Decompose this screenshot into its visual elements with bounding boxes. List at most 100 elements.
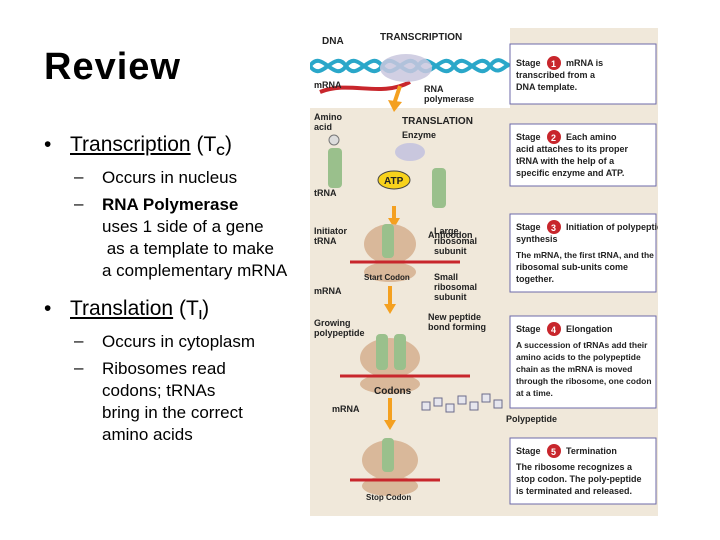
stage-box-4: Stage 4 Elongation A succession of tRNAs… bbox=[509, 315, 657, 409]
subitem-line: Ribosomes read bbox=[102, 359, 226, 378]
elongation-trna-2 bbox=[394, 334, 406, 370]
rna-polymerase-label-2: polymerase bbox=[424, 94, 474, 104]
svg-text:Each amino: Each amino bbox=[566, 132, 617, 142]
svg-text:through the ribosome, one codo: through the ribosome, one codon bbox=[516, 376, 652, 386]
codons-label: Codons bbox=[374, 386, 412, 397]
amino-label-1: Amino bbox=[314, 112, 343, 122]
mrna-strand-top bbox=[319, 80, 411, 94]
bullet-dot: • bbox=[44, 133, 52, 156]
bullet-text: Transcription (TC) bbox=[70, 133, 232, 158]
translation-abbr-sub: l bbox=[198, 308, 203, 322]
svg-text:A succession of tRNAs add thei: A succession of tRNAs add their bbox=[516, 340, 648, 350]
polypeptide-chain bbox=[421, 393, 503, 413]
svg-text:Termination: Termination bbox=[566, 446, 617, 456]
subitem-line: a complementary mRNA bbox=[102, 261, 288, 280]
small-subunit-label-2: ribosomal bbox=[434, 282, 477, 292]
svg-text:Initiation of polypeptide: Initiation of polypeptide bbox=[566, 222, 658, 232]
svg-text:tRNA with the help of a: tRNA with the help of a bbox=[516, 156, 615, 166]
start-codon-label: Start Codon bbox=[364, 273, 410, 282]
svg-text:Elongation: Elongation bbox=[566, 324, 613, 334]
svg-text:Stage: Stage bbox=[516, 446, 541, 456]
dash: – bbox=[74, 358, 84, 377]
dash: – bbox=[74, 167, 84, 186]
svg-text:Stage: Stage bbox=[516, 58, 541, 68]
svg-text:Stage: Stage bbox=[516, 324, 541, 334]
initiator-trna-shape bbox=[382, 224, 394, 258]
initiator-label-2: tRNA bbox=[314, 236, 337, 246]
trna-left bbox=[328, 148, 342, 188]
stage-box-5: Stage 5 Termination The ribosome recogni… bbox=[509, 437, 657, 505]
stage-number: 4 bbox=[551, 325, 556, 335]
translation-heading: TRANSLATION bbox=[402, 116, 473, 127]
small-subunit-shape bbox=[364, 262, 416, 282]
large-subunit-label-1: Large bbox=[434, 226, 459, 236]
enzyme-shape bbox=[395, 143, 425, 161]
trna-label: tRNA bbox=[314, 188, 337, 198]
stage-box-3: Stage 3 Initiation of polypeptide synthe… bbox=[509, 213, 658, 293]
svg-text:The ribosome recognizes a: The ribosome recognizes a bbox=[516, 462, 633, 472]
polypeptide-label: Polypeptide bbox=[506, 414, 557, 424]
amino-label-2: acid bbox=[314, 122, 332, 132]
mrna-label-top: mRNA bbox=[314, 80, 342, 90]
svg-text:at a time.: at a time. bbox=[516, 388, 553, 398]
stop-codon-label: Stop Codon bbox=[366, 493, 411, 502]
transcription-abbr-sub: C bbox=[216, 144, 225, 158]
protein-synthesis-figure: DNA TRANSCRIPTION mRNA RNA polymerase TR… bbox=[310, 28, 658, 516]
elongation-trna-1 bbox=[376, 334, 388, 370]
svg-text:is terminated and released.: is terminated and released. bbox=[516, 486, 632, 496]
stage-box-2: Stage 2 Each amino acid attaches to its … bbox=[509, 123, 657, 187]
new-peptide-label-2: bond forming bbox=[428, 322, 486, 332]
svg-text:acid attaches to its proper: acid attaches to its proper bbox=[516, 144, 629, 154]
svg-text:Stage: Stage bbox=[516, 222, 541, 232]
anticodon-label: Anticodon bbox=[428, 230, 473, 240]
transcription-heading: TRANSCRIPTION bbox=[380, 32, 462, 43]
elongation-large-subunit bbox=[360, 338, 420, 378]
growing-label-1: Growing bbox=[314, 318, 351, 328]
atp-label: ATP bbox=[384, 176, 404, 187]
subitem-line: codons; tRNAs bbox=[102, 381, 216, 400]
stage-number: 1 bbox=[551, 59, 556, 69]
slide-title: Review bbox=[44, 46, 181, 88]
termination-trna bbox=[382, 438, 394, 472]
translation-abbr-end: ) bbox=[202, 297, 210, 320]
bullet-dot: • bbox=[44, 297, 52, 320]
subitem-line: RNA Polymerase bbox=[102, 195, 239, 214]
svg-text:Stage: Stage bbox=[516, 132, 541, 142]
stage-number: 2 bbox=[551, 133, 556, 143]
stage-number: 5 bbox=[551, 447, 556, 457]
dash: – bbox=[74, 331, 84, 350]
growing-label-2: polypeptide bbox=[314, 328, 365, 338]
svg-text:amino acids to the polypeptide: amino acids to the polypeptide bbox=[516, 352, 641, 362]
subitem-line: Occurs in cytoplasm bbox=[102, 332, 256, 351]
arrowhead-3 bbox=[384, 304, 396, 314]
bullet-text: Translation (Tl) bbox=[70, 297, 209, 322]
transcription-abbr-end: ) bbox=[224, 133, 232, 156]
svg-text:ribosomal sub-units come: ribosomal sub-units come bbox=[516, 262, 628, 272]
amino-acid-shape bbox=[328, 134, 340, 146]
arrowhead-1 bbox=[388, 100, 402, 112]
large-subunit-label-2: ribosomal bbox=[434, 236, 477, 246]
rna-polymerase-label-1: RNA bbox=[424, 84, 444, 94]
subitem-line: uses 1 side of a gene bbox=[102, 217, 264, 236]
svg-text:together.: together. bbox=[516, 274, 554, 284]
svg-text:chain as the mRNA is moved: chain as the mRNA is moved bbox=[516, 364, 632, 374]
rna-polymerase-shape bbox=[380, 54, 432, 82]
transcription-term: Transcription bbox=[70, 133, 191, 156]
small-subunit-label-3: subunit bbox=[434, 292, 467, 302]
stage-box-1: Stage 1 mRNA is transcribed from a DNA t… bbox=[509, 43, 657, 105]
arrowhead-4 bbox=[384, 420, 396, 430]
atp-shape bbox=[377, 170, 411, 190]
svg-text:mRNA is: mRNA is bbox=[566, 58, 603, 68]
enzyme-label: Enzyme bbox=[402, 130, 436, 140]
initiator-label-1: Initiator bbox=[314, 226, 347, 236]
mrna-label-mid: mRNA bbox=[314, 286, 342, 296]
elongation-small-subunit bbox=[360, 374, 420, 394]
stage-number: 3 bbox=[551, 223, 556, 233]
svg-text:stop codon. The poly-peptide: stop codon. The poly-peptide bbox=[516, 474, 642, 484]
svg-text:DNA template.: DNA template. bbox=[516, 82, 577, 92]
transcription-abbr: (T bbox=[196, 133, 217, 156]
translation-term: Translation bbox=[70, 297, 174, 320]
dna-label: DNA bbox=[322, 36, 344, 47]
trna-right bbox=[432, 168, 446, 208]
subitem-line: Occurs in nucleus bbox=[102, 168, 238, 187]
